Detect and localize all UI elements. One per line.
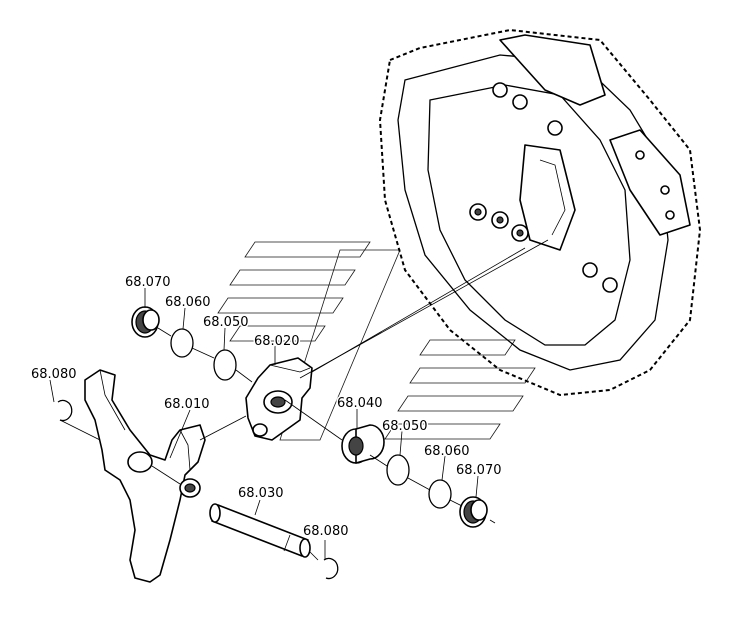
- ring-68-050-left: [213, 349, 237, 381]
- pin-68-030: [209, 503, 311, 558]
- part-label-68-030: 68.030: [238, 486, 284, 501]
- fork-68-010: [84, 369, 206, 583]
- part-label-68-010: 68.010: [164, 397, 210, 412]
- snap-ring-68-080-left: [57, 399, 73, 422]
- ring-68-050-right: [386, 454, 410, 486]
- bearing-68-040: [341, 424, 385, 464]
- part-label-68-060-left: 68.060: [165, 295, 211, 310]
- washer-68-060-left: [170, 328, 194, 358]
- part-label-68-050-right: 68.050: [382, 419, 428, 434]
- seal-68-070-left: [131, 306, 160, 338]
- part-label-68-020: 68.020: [254, 334, 300, 349]
- part-label-68-080-left: 68.080: [31, 367, 77, 382]
- bell-housing: [378, 28, 702, 397]
- part-label-68-070-right: 68.070: [456, 463, 502, 478]
- bracket-68-020: [245, 357, 313, 441]
- part-labels: 68.070 68.060 68.050 68.020 68.080 68.01…: [30, 274, 504, 541]
- snap-ring-68-080-right: [323, 557, 339, 580]
- part-label-68-050-left: 68.050: [203, 315, 249, 330]
- seal-68-070-right: [459, 496, 488, 528]
- part-label-68-060-right: 68.060: [424, 444, 470, 459]
- leader-lines: [49, 239, 549, 561]
- part-label-68-080-right: 68.080: [303, 524, 349, 539]
- washer-68-060-right: [428, 479, 452, 509]
- part-label-68-070-left: 68.070: [125, 275, 171, 290]
- part-label-68-040: 68.040: [337, 396, 383, 411]
